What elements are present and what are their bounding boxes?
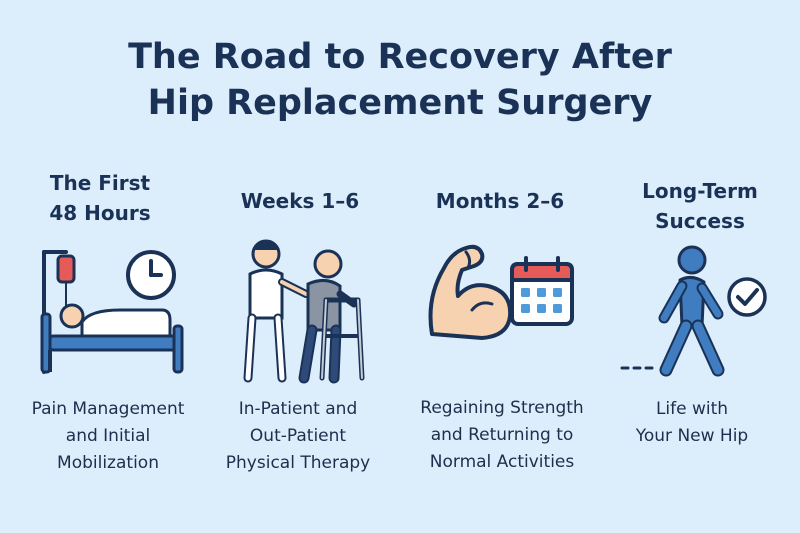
stage-desc-line-1: In-Patient and [238, 399, 358, 419]
stage-title: Months 2–6 [400, 186, 600, 216]
hospital-bed-icon [30, 240, 190, 380]
stage-desc-line-1: Life with [655, 399, 729, 419]
walker-patient-icon [318, 290, 368, 384]
stage-desc-line-1: Regaining Strength [420, 398, 584, 418]
stage-months-2-6: Months 2–6 Regaining Strength and Return… [400, 0, 600, 533]
stage-description: Life with Your New Hip [592, 396, 792, 450]
stage-title-line-1: Months 2–6 [435, 189, 565, 213]
therapist-icon [236, 238, 366, 384]
stage-long-term-success: Long-Term Success [600, 0, 800, 533]
stage-first-48-hours: The First 48 Hours Pa [0, 0, 200, 533]
stage-title-line-2: Success [655, 209, 745, 233]
stage-desc-line-2: and Returning to [430, 425, 574, 445]
stage-title-line-1: Weeks 1–6 [240, 189, 360, 213]
stage-title: Weeks 1–6 [200, 186, 400, 216]
stage-title-line-1: The First [49, 171, 151, 195]
title-line-2: Hip Replacement Surgery [147, 83, 653, 123]
stage-desc-line-2: and Initial [65, 426, 151, 446]
stage-desc-line-1: Pain Management [31, 399, 185, 419]
stage-desc-line-3: Physical Therapy [225, 453, 371, 473]
stage-description: In-Patient and Out-Patient Physical Ther… [198, 396, 398, 477]
stage-title-line-1: Long-Term [642, 179, 758, 203]
stage-desc-line-2: Out-Patient [249, 426, 347, 446]
stage-desc-line-3: Mobilization [57, 453, 159, 473]
stage-description: Regaining Strength and Returning to Norm… [402, 395, 602, 476]
checkmark-icon [726, 276, 768, 318]
stage-title-line-2: 48 Hours [49, 201, 151, 225]
title-line-1: The Road to Recovery After [128, 37, 672, 77]
stage-desc-line-3: Normal Activities [429, 452, 575, 472]
stage-description: Pain Management and Initial Mobilization [8, 396, 208, 477]
calendar-icon [508, 256, 576, 328]
walking-person-icon [618, 244, 748, 380]
flexed-arm-icon [422, 238, 518, 348]
stage-desc-line-2: Your New Hip [635, 426, 749, 446]
page-title: The Road to Recovery After Hip Replaceme… [0, 34, 800, 126]
stage-title: The First 48 Hours [0, 168, 200, 228]
stage-weeks-1-6: Weeks 1–6 [200, 0, 400, 533]
stage-title: Long-Term Success [600, 176, 800, 236]
clock-icon [124, 248, 178, 302]
